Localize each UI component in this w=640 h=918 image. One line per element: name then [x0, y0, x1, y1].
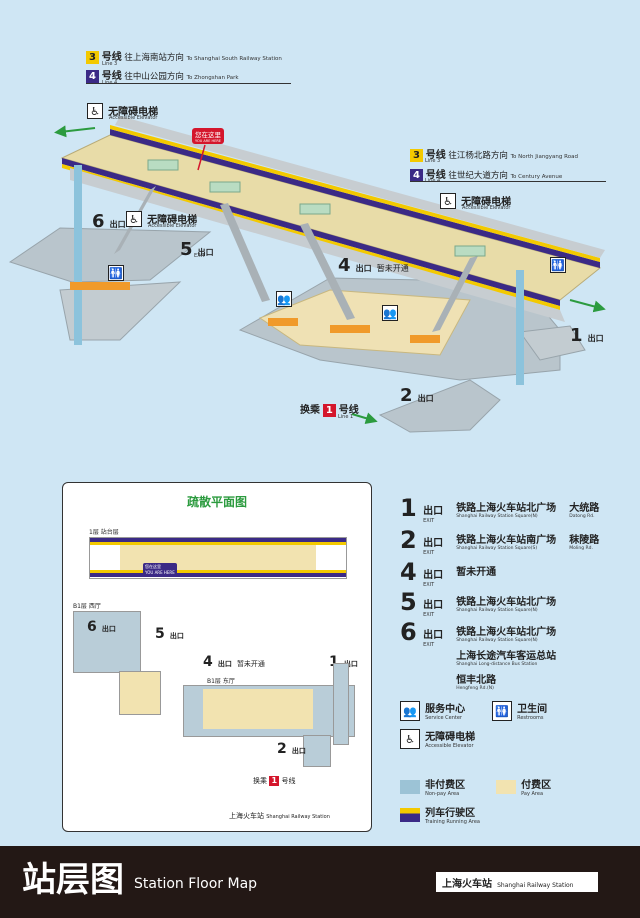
line3-en-top: Line 3 [102, 61, 118, 67]
service-center-icon: 👥 [400, 700, 420, 721]
evac-exit2: 2 出口 [277, 741, 306, 757]
platform-shelter-3 [299, 203, 331, 215]
evac-exit2-corridor [303, 735, 331, 767]
escalator-b [300, 223, 355, 320]
direction-line4-top: 4 号线 往中山公园方向 To Zhongshan Park [86, 67, 239, 83]
west-corridor-floor [59, 281, 182, 341]
evac-station-name: 上海火车站 Shanghai Railway Station [229, 812, 330, 820]
right-sign-rule [410, 181, 606, 182]
evacuation-plan-panel: 疏散平面图 1层 站台层 您在这里 YOU ARE HERE B1层 西厅 6 … [62, 482, 372, 832]
exit1-floor [519, 325, 586, 361]
service-center-icon-1: 👥 [276, 290, 292, 307]
line4-badge: 4 [86, 70, 99, 83]
evac-west-pay [119, 671, 161, 715]
restroom-icon-east: 🚻 [550, 256, 566, 273]
exit5-label: 5 出口 EXIT [180, 239, 214, 260]
exit4-label: 4 出口 暂未开通 [338, 255, 409, 276]
escalator-c [432, 256, 478, 332]
evac-b1-west-label: B1层 西厅 [73, 603, 101, 610]
west-concourse-floor [8, 227, 212, 283]
evac-platform [89, 537, 347, 579]
restroom-icon-west: 🚻 [108, 264, 124, 281]
accessible-elevator-icon: ♿ [440, 192, 456, 209]
you-are-here-pointer [197, 144, 206, 171]
evac-transfer-line1: 换乘 1 号线 [253, 776, 296, 786]
service-center-icon-2: 👥 [382, 304, 398, 321]
exit-arrow-west-platform [54, 125, 96, 138]
top-sign-rule [86, 83, 291, 84]
elevator-label-west: ♿ 无障碍电梯 Accessible Elevator [87, 100, 158, 121]
track-line3-yellow [110, 125, 600, 262]
legend-service-center: 👥 服务中心 Service Center [400, 700, 465, 721]
station-3d-illustration [8, 116, 606, 433]
accessible-elevator-icon: ♿ [87, 102, 103, 119]
evac-exit4: 4 出口 暂未开通 [203, 654, 265, 670]
evac-you-are-here: 您在这里 YOU ARE HERE [143, 563, 177, 576]
accessible-elevator-icon: ♿ [400, 728, 420, 749]
legend-pay: 付费区 Pay Area [496, 776, 551, 797]
gates-east-1 [268, 318, 298, 326]
elevator-shaft-west [74, 165, 82, 345]
escalator-a [220, 203, 270, 302]
line1-badge: 1 [322, 404, 336, 417]
evac-exit1-corridor [333, 663, 349, 745]
exit-arrow-transfer [351, 412, 378, 425]
platform-shelter-1 [147, 159, 179, 171]
exit-arrow-east-platform [569, 299, 606, 313]
legend-nonpay: 非付费区 Non-pay Area [400, 776, 465, 797]
legend-elevator: ♿ 无障碍电梯 Accessible Elevator [400, 728, 475, 749]
platform-shelter-2 [209, 181, 241, 193]
evac-level1-label: 1层 站台层 [89, 529, 119, 536]
restroom-icon: 🚻 [492, 700, 512, 721]
exit2-corridor-floor [378, 379, 501, 433]
line3-badge: 3 [86, 51, 99, 64]
track-line3-edge [110, 129, 600, 268]
evac-exit1: 1 出口 [329, 654, 358, 670]
evac-b1-east-label: B1层 东厅 [207, 678, 235, 685]
track-bed-north [115, 116, 605, 258]
footer-title-en: Station Floor Map [134, 876, 258, 892]
evac-exit5: 5 出口 [155, 626, 184, 642]
direction-line4-right: 4 号线 往世纪大道方向 To Century Avenue [410, 166, 562, 182]
you-are-here-marker: 您在这里 YOU ARE HERE [192, 128, 225, 144]
transfer-line1-label: 换乘 1 号线 Line 1 [300, 404, 359, 420]
exit1-label: 1 出口 [570, 325, 604, 346]
exit6-label: 6 出口 [92, 211, 126, 232]
legend-restroom: 🚻 卫生间 Restrooms [492, 700, 547, 721]
evacuation-plan-title: 疏散平面图 [186, 495, 247, 509]
footer-station-plate: 上海火车站 Shanghai Railway Station [436, 872, 598, 892]
evac-exit6: 6 出口 [87, 619, 116, 635]
direction-line3-right: 3 号线 往江杨北路方向 To North Jiangyang Road [410, 146, 578, 162]
gates-east-3 [410, 335, 440, 343]
footer-title-zh: 站层图 [22, 860, 124, 900]
evac-west-hall [73, 611, 141, 673]
legend-track: 列车行驶区 Training Running Area [400, 804, 480, 825]
direction-line3-top: 3 号线 往上海南站方向 To Shanghai South Railway S… [86, 48, 282, 64]
platform-shelter-4 [454, 245, 486, 257]
track-swatch [400, 807, 420, 822]
elevator-label-east: ♿ 无障碍电梯 Accessible Elevator [440, 190, 511, 211]
gates-west [70, 282, 130, 290]
exit2-label: 2 出口 [400, 385, 434, 406]
evac-east-pay [203, 689, 313, 729]
elevator-label-exit6: ♿ 无障碍电梯 Accessible Elevator [126, 208, 197, 229]
pay-swatch [496, 779, 516, 794]
footer-bar: 站层图 Station Floor Map 上海火车站 Shanghai Rai… [0, 846, 640, 918]
nonpay-swatch [400, 779, 420, 794]
elevator-shaft-east [516, 270, 524, 385]
gates-east-2 [330, 325, 370, 333]
accessible-elevator-icon: ♿ [126, 210, 142, 227]
